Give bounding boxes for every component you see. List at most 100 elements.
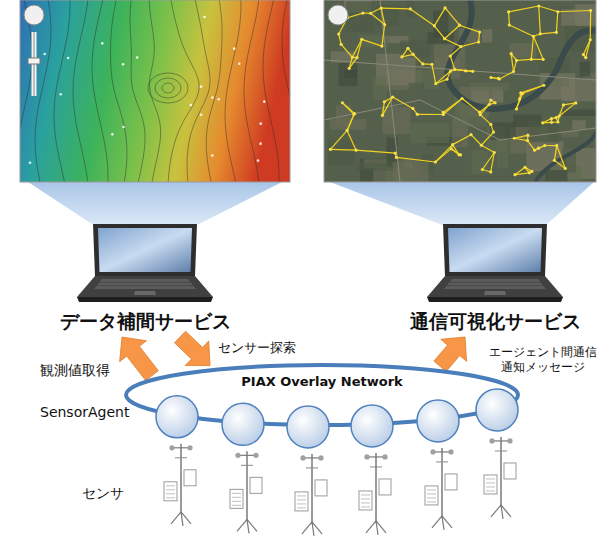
agent-link <box>382 97 392 115</box>
agent-point <box>582 53 585 56</box>
contour-ring <box>155 78 181 98</box>
flow-arrow <box>174 331 210 365</box>
contour-line <box>92 0 108 182</box>
anemometer-arm <box>303 457 321 458</box>
agent-point <box>533 149 536 152</box>
sheet-line <box>297 503 306 504</box>
agent-point <box>459 45 462 48</box>
agent-point <box>444 6 447 9</box>
agent-link <box>347 114 354 130</box>
contour-line <box>35 0 51 182</box>
terrain-patch <box>579 62 590 77</box>
agent-point <box>508 23 511 26</box>
agent-link <box>453 135 471 145</box>
agent-point <box>558 114 561 117</box>
tripod-leg <box>302 522 312 534</box>
contour-ring <box>148 73 188 103</box>
sheet-line <box>232 501 241 502</box>
data-sheet <box>295 492 308 511</box>
agent-link <box>508 12 510 25</box>
agent-point <box>352 113 355 116</box>
agent-point <box>553 159 556 162</box>
contour-line <box>54 0 70 182</box>
agent-point <box>351 56 354 59</box>
sensor-pole <box>311 454 313 524</box>
anemometer-arm <box>433 451 451 452</box>
station-dot <box>101 42 104 45</box>
data-sheet <box>359 491 372 510</box>
agent-point <box>406 47 409 50</box>
zoom-handle <box>28 58 40 64</box>
agent-link <box>371 13 385 24</box>
agent-circle <box>156 396 198 438</box>
sheet-line <box>297 499 306 500</box>
contour-line <box>149 0 161 182</box>
beam <box>330 182 594 226</box>
station-dot <box>200 85 203 88</box>
agent-point <box>337 32 340 35</box>
agent-point <box>542 84 545 87</box>
agent-circle <box>287 406 329 448</box>
agent-link <box>455 69 466 70</box>
agent-point <box>457 153 460 156</box>
agent-link <box>535 145 545 150</box>
agent-point <box>489 98 492 101</box>
agent-point <box>478 30 481 33</box>
agent-link <box>509 25 533 36</box>
agent-point <box>430 63 433 66</box>
edge-label: センサー探索 <box>218 340 296 356</box>
tripod-leg <box>491 505 501 517</box>
anemometer-arm <box>367 456 385 457</box>
terrain-patch <box>344 70 357 78</box>
tripod-leg <box>376 521 378 535</box>
station-dot <box>43 53 46 56</box>
sheet-line <box>361 498 370 499</box>
tripod-leg <box>366 521 376 533</box>
agent-link <box>445 25 460 39</box>
agent-point <box>537 147 540 150</box>
network-name: PIAX Overlay Network <box>124 374 520 390</box>
agent-link <box>455 69 473 71</box>
agent-link <box>342 103 354 115</box>
agent-point <box>478 111 481 114</box>
agent-point <box>480 144 483 147</box>
agent-link <box>443 99 462 113</box>
data-logger <box>315 480 327 496</box>
agent-point <box>346 129 349 132</box>
agent-link <box>499 72 513 80</box>
terrain-patch <box>411 123 450 143</box>
agent-point <box>395 156 398 159</box>
agent-link <box>556 12 557 33</box>
agent-point <box>521 92 524 95</box>
agent-link <box>434 26 444 39</box>
agent-point <box>449 70 452 73</box>
agent-point <box>434 160 437 163</box>
laptop-lid <box>443 224 547 276</box>
terrain-patches <box>328 0 596 182</box>
pan-control <box>24 5 44 25</box>
agent-point <box>449 54 452 57</box>
agent-link <box>482 152 494 169</box>
wind-vane <box>436 461 448 462</box>
sensor-label: センサ <box>82 485 124 503</box>
agent-link <box>557 146 565 169</box>
station-dot <box>136 56 139 59</box>
data-logger <box>504 463 516 479</box>
contour-ring <box>162 83 174 93</box>
agent-circle <box>351 405 393 447</box>
key-row <box>447 285 544 286</box>
agent-point <box>412 53 415 56</box>
agent-point <box>381 114 384 117</box>
data-logger <box>379 479 391 495</box>
agent-label: SensorAgent <box>40 404 129 420</box>
sensor-unit <box>295 454 327 536</box>
agent-point <box>481 168 484 171</box>
laptop-keyboard <box>444 279 546 289</box>
agent-link <box>381 7 410 9</box>
flow-arrow <box>434 337 467 371</box>
terrain-patch <box>357 163 396 170</box>
agent-point <box>460 97 463 100</box>
sheet-line <box>486 478 495 479</box>
